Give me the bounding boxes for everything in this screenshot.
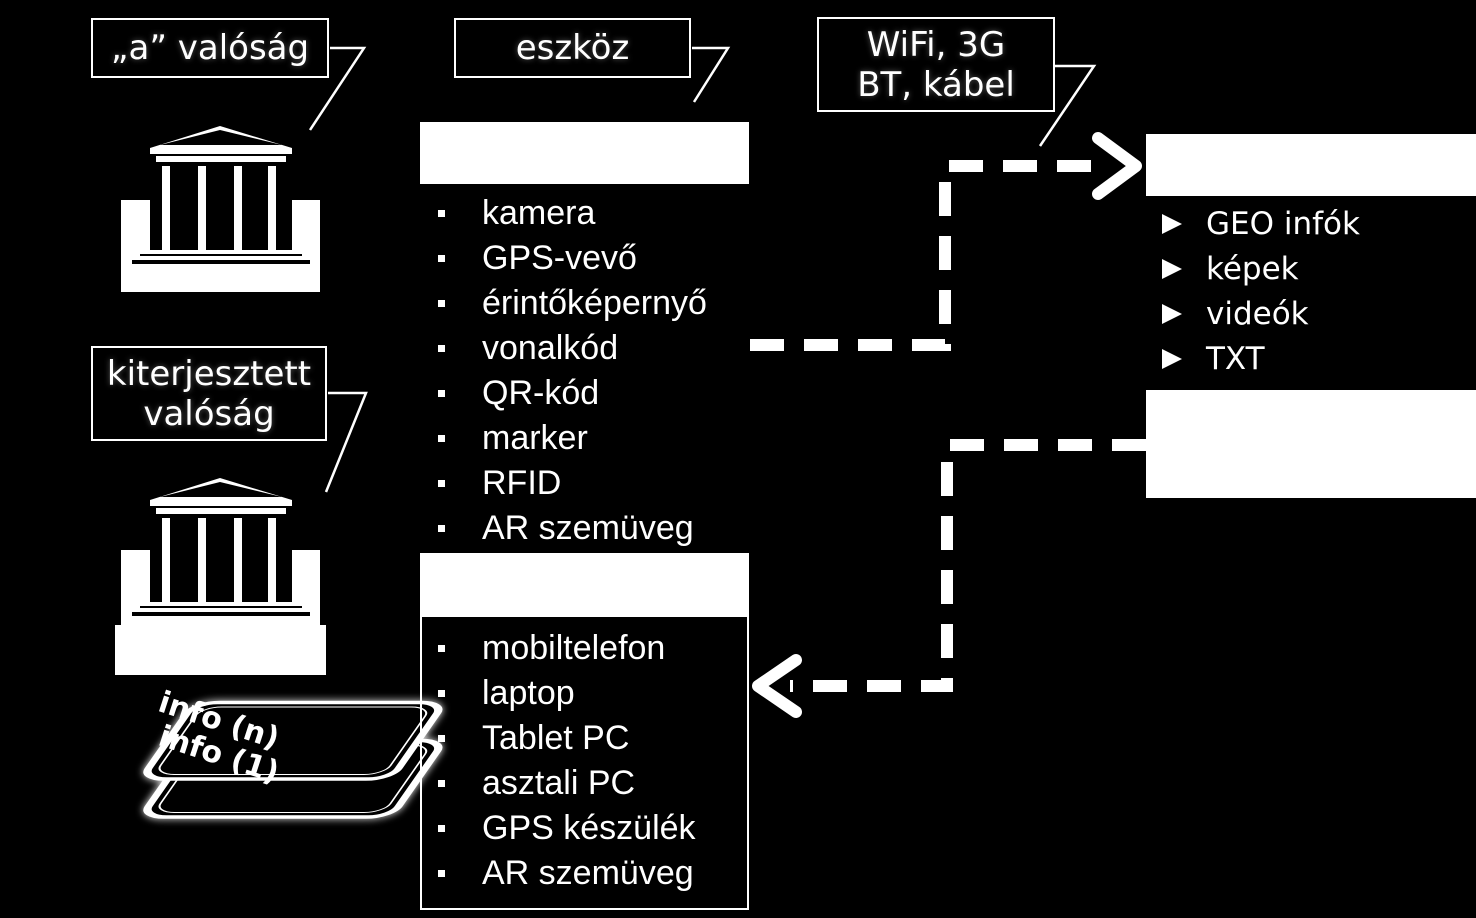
server-panel-bottom-bar	[1146, 390, 1476, 498]
downlink-arrow-head-icon	[752, 654, 802, 718]
list-item: kamera	[420, 191, 749, 236]
sensor-label: GPS-vevő	[482, 239, 637, 277]
square-bullet-icon	[438, 690, 445, 697]
square-bullet-icon	[438, 435, 445, 442]
augmented-callout-line2: valóság	[143, 393, 275, 434]
server-item-label: TXT	[1206, 341, 1265, 377]
square-bullet-icon	[438, 210, 445, 217]
list-item: Tablet PC	[420, 716, 749, 761]
sensor-label: vonalkód	[482, 329, 619, 367]
device-label: mobiltelefon	[482, 629, 666, 667]
triangle-bullet-icon	[1162, 259, 1182, 279]
sensor-label: QR-kód	[482, 374, 600, 412]
connection-callout-line2: BT, kábel	[857, 64, 1015, 105]
sensor-label: RFID	[482, 464, 562, 502]
sensor-label: AR szemüveg	[482, 509, 694, 547]
connection-callout: WiFi, 3G BT, kábel	[817, 17, 1055, 112]
reality-callout-label: „a” valóság	[110, 28, 310, 68]
info-layer-top	[143, 700, 443, 781]
downlink-dashed-connector	[790, 439, 1146, 692]
list-item: marker	[420, 416, 749, 461]
device-list: mobiltelefon laptop Tablet PC asztali PC…	[420, 626, 749, 896]
augmented-callout-line1: kiterjesztett	[106, 353, 312, 394]
device-label: GPS készülék	[482, 809, 696, 847]
sensor-list: kamera GPS-vevő érintőképernyő vonalkód …	[420, 191, 749, 551]
connection-callout-leader	[1038, 64, 1097, 147]
device-list-frame	[420, 615, 749, 910]
server-item-label: képek	[1206, 251, 1299, 287]
list-item: érintőképernyő	[420, 281, 749, 326]
augmented-callout-leader	[324, 391, 368, 493]
list-item: mobiltelefon	[420, 626, 749, 671]
device-panel-top-bar	[420, 122, 749, 184]
device-callout-label: eszköz	[515, 28, 630, 68]
square-bullet-icon	[438, 780, 445, 787]
square-bullet-icon	[438, 300, 445, 307]
list-item: AR szemüveg	[420, 506, 749, 551]
reality-callout-leader	[308, 46, 367, 131]
list-item: vonalkód	[420, 326, 749, 371]
list-item: QR-kód	[420, 371, 749, 416]
sensor-label: kamera	[482, 194, 596, 232]
triangle-bullet-icon	[1162, 304, 1182, 324]
list-item: GEO infók	[1146, 202, 1476, 247]
square-bullet-icon	[438, 390, 445, 397]
list-item: videók	[1146, 292, 1476, 337]
reality-callout: „a” valóság	[91, 18, 329, 78]
device-callout: eszköz	[454, 18, 691, 78]
server-item-label: GEO infók	[1206, 206, 1360, 242]
uplink-arrow-head-icon	[1092, 132, 1142, 200]
list-item: képek	[1146, 247, 1476, 292]
square-bullet-icon	[438, 345, 445, 352]
list-item: TXT	[1146, 337, 1476, 382]
connection-callout-line1: WiFi, 3G	[866, 24, 1006, 65]
triangle-bullet-icon	[1162, 214, 1182, 234]
info-layers	[143, 700, 443, 819]
sensor-label: érintőképernyő	[482, 284, 707, 322]
device-label: laptop	[482, 674, 575, 712]
building-icon-reality	[121, 126, 320, 292]
square-bullet-icon	[438, 825, 445, 832]
square-bullet-icon	[438, 255, 445, 262]
augmented-callout: kiterjesztett valóság	[91, 346, 327, 441]
square-bullet-icon	[438, 480, 445, 487]
sensor-label: marker	[482, 419, 588, 457]
device-label: Tablet PC	[482, 719, 630, 757]
list-item: asztali PC	[420, 761, 749, 806]
server-content-list: GEO infók képek videók TXT	[1146, 202, 1476, 382]
square-bullet-icon	[438, 525, 445, 532]
square-bullet-icon	[438, 735, 445, 742]
device-callout-leader	[692, 46, 731, 103]
list-item: GPS-vevő	[420, 236, 749, 281]
server-item-label: videók	[1206, 296, 1309, 332]
square-bullet-icon	[438, 870, 445, 877]
device-label: asztali PC	[482, 764, 636, 802]
uplink-dashed-connector	[750, 160, 1110, 351]
square-bullet-icon	[438, 645, 445, 652]
list-item: RFID	[420, 461, 749, 506]
building-icon-augmented	[115, 478, 326, 675]
list-item: AR szemüveg	[420, 851, 749, 896]
list-item: laptop	[420, 671, 749, 716]
server-panel-top-bar	[1146, 134, 1476, 196]
device-panel-middle-bar	[420, 553, 749, 617]
device-label: AR szemüveg	[482, 854, 694, 892]
list-item: GPS készülék	[420, 806, 749, 851]
triangle-bullet-icon	[1162, 349, 1182, 369]
